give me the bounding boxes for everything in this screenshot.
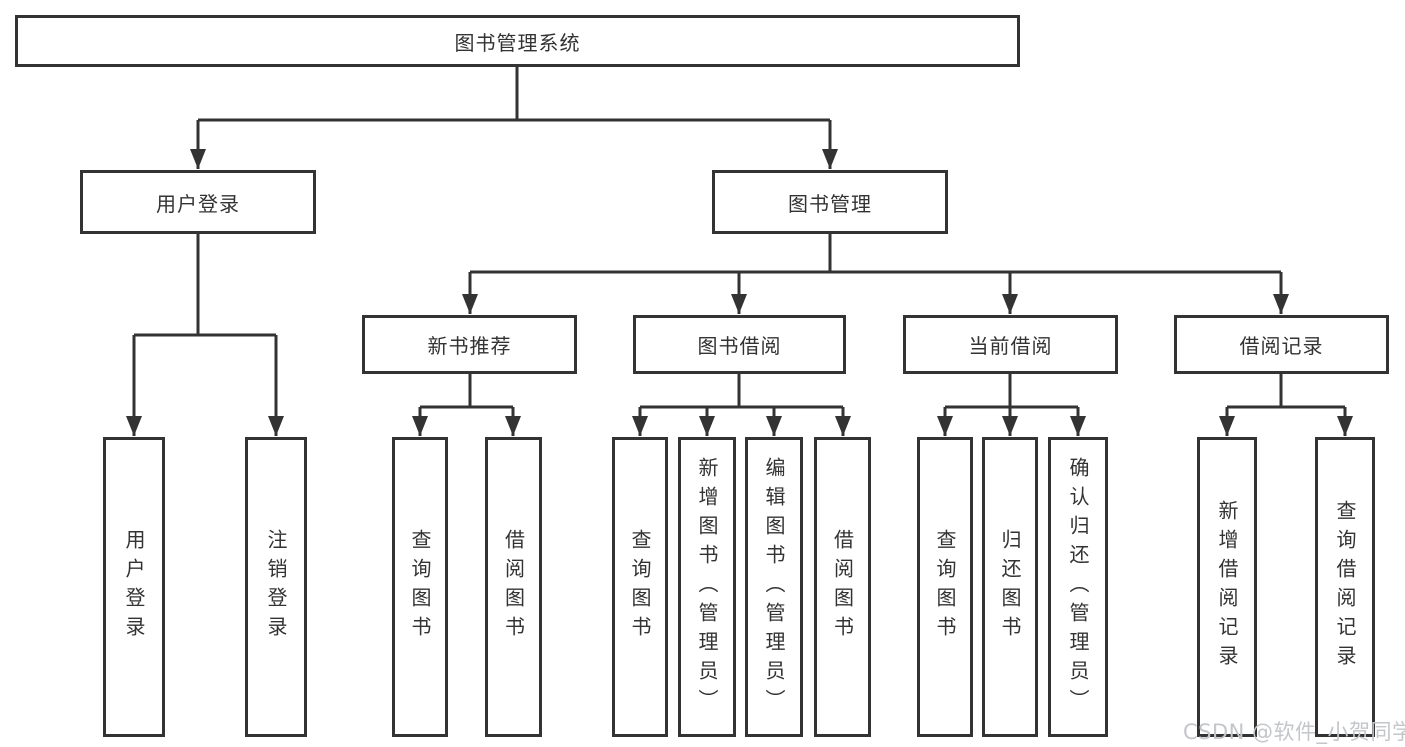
leaf-label: 新增图书（管理员） bbox=[695, 456, 719, 718]
leaf-confirm-return-admin: 确认归还（管理员） bbox=[1048, 437, 1108, 737]
leaf-label: 借阅图书 bbox=[501, 529, 526, 645]
leaf-label: 注销登录 bbox=[264, 529, 288, 645]
node-label: 新书推荐 bbox=[427, 334, 512, 358]
node-book-management-system: 图书管理系统 bbox=[15, 15, 1020, 67]
leaf-query-books-recommend: 查询图书 bbox=[392, 437, 448, 737]
leaf-label: 新增借阅记录 bbox=[1215, 500, 1239, 674]
leaf-label: 查询借阅记录 bbox=[1333, 500, 1357, 674]
leaf-label: 归还图书 bbox=[998, 529, 1022, 645]
leaf-label: 查询图书 bbox=[408, 529, 432, 645]
node-label: 图书管理 bbox=[788, 191, 872, 216]
leaf-label: 查询图书 bbox=[933, 529, 957, 645]
csdn-watermark: CSDN @软件_小贺同学 bbox=[1183, 720, 1405, 744]
node-user-login: 用户登录 bbox=[80, 170, 316, 234]
leaf-borrow-books-recommend: 借阅图书 bbox=[485, 437, 542, 737]
leaf-user-login: 用户登录 bbox=[103, 437, 165, 737]
leaf-return-books: 归还图书 bbox=[982, 437, 1038, 737]
leaf-query-books-borrowing: 查询图书 bbox=[612, 437, 668, 737]
leaf-add-book-admin: 新增图书（管理员） bbox=[678, 437, 736, 737]
leaf-logout: 注销登录 bbox=[245, 437, 307, 737]
node-borrow-records: 借阅记录 bbox=[1174, 315, 1389, 374]
leaf-label: 确认归还（管理员） bbox=[1066, 456, 1090, 718]
leaf-label: 用户登录 bbox=[122, 529, 146, 645]
leaf-edit-book-admin: 编辑图书（管理员） bbox=[745, 437, 803, 737]
leaf-query-borrow-record: 查询借阅记录 bbox=[1315, 437, 1375, 737]
node-label: 当前借阅 bbox=[968, 334, 1053, 358]
leaf-borrow-books-borrowing: 借阅图书 bbox=[814, 437, 871, 737]
node-new-book-recommend: 新书推荐 bbox=[362, 315, 577, 374]
leaf-add-borrow-record: 新增借阅记录 bbox=[1197, 437, 1257, 737]
leaf-label: 借阅图书 bbox=[830, 529, 855, 645]
node-label: 用户登录 bbox=[156, 191, 240, 216]
node-label: 图书借阅 bbox=[697, 334, 782, 358]
leaf-query-books-current: 查询图书 bbox=[917, 437, 973, 737]
node-book-borrowing: 图书借阅 bbox=[633, 315, 846, 374]
node-label: 借阅记录 bbox=[1239, 334, 1324, 358]
leaf-label: 查询图书 bbox=[628, 529, 652, 645]
node-label: 图书管理系统 bbox=[454, 30, 581, 55]
leaf-label: 编辑图书（管理员） bbox=[762, 456, 786, 718]
node-current-borrowing: 当前借阅 bbox=[903, 315, 1118, 374]
node-book-management: 图书管理 bbox=[712, 170, 948, 234]
